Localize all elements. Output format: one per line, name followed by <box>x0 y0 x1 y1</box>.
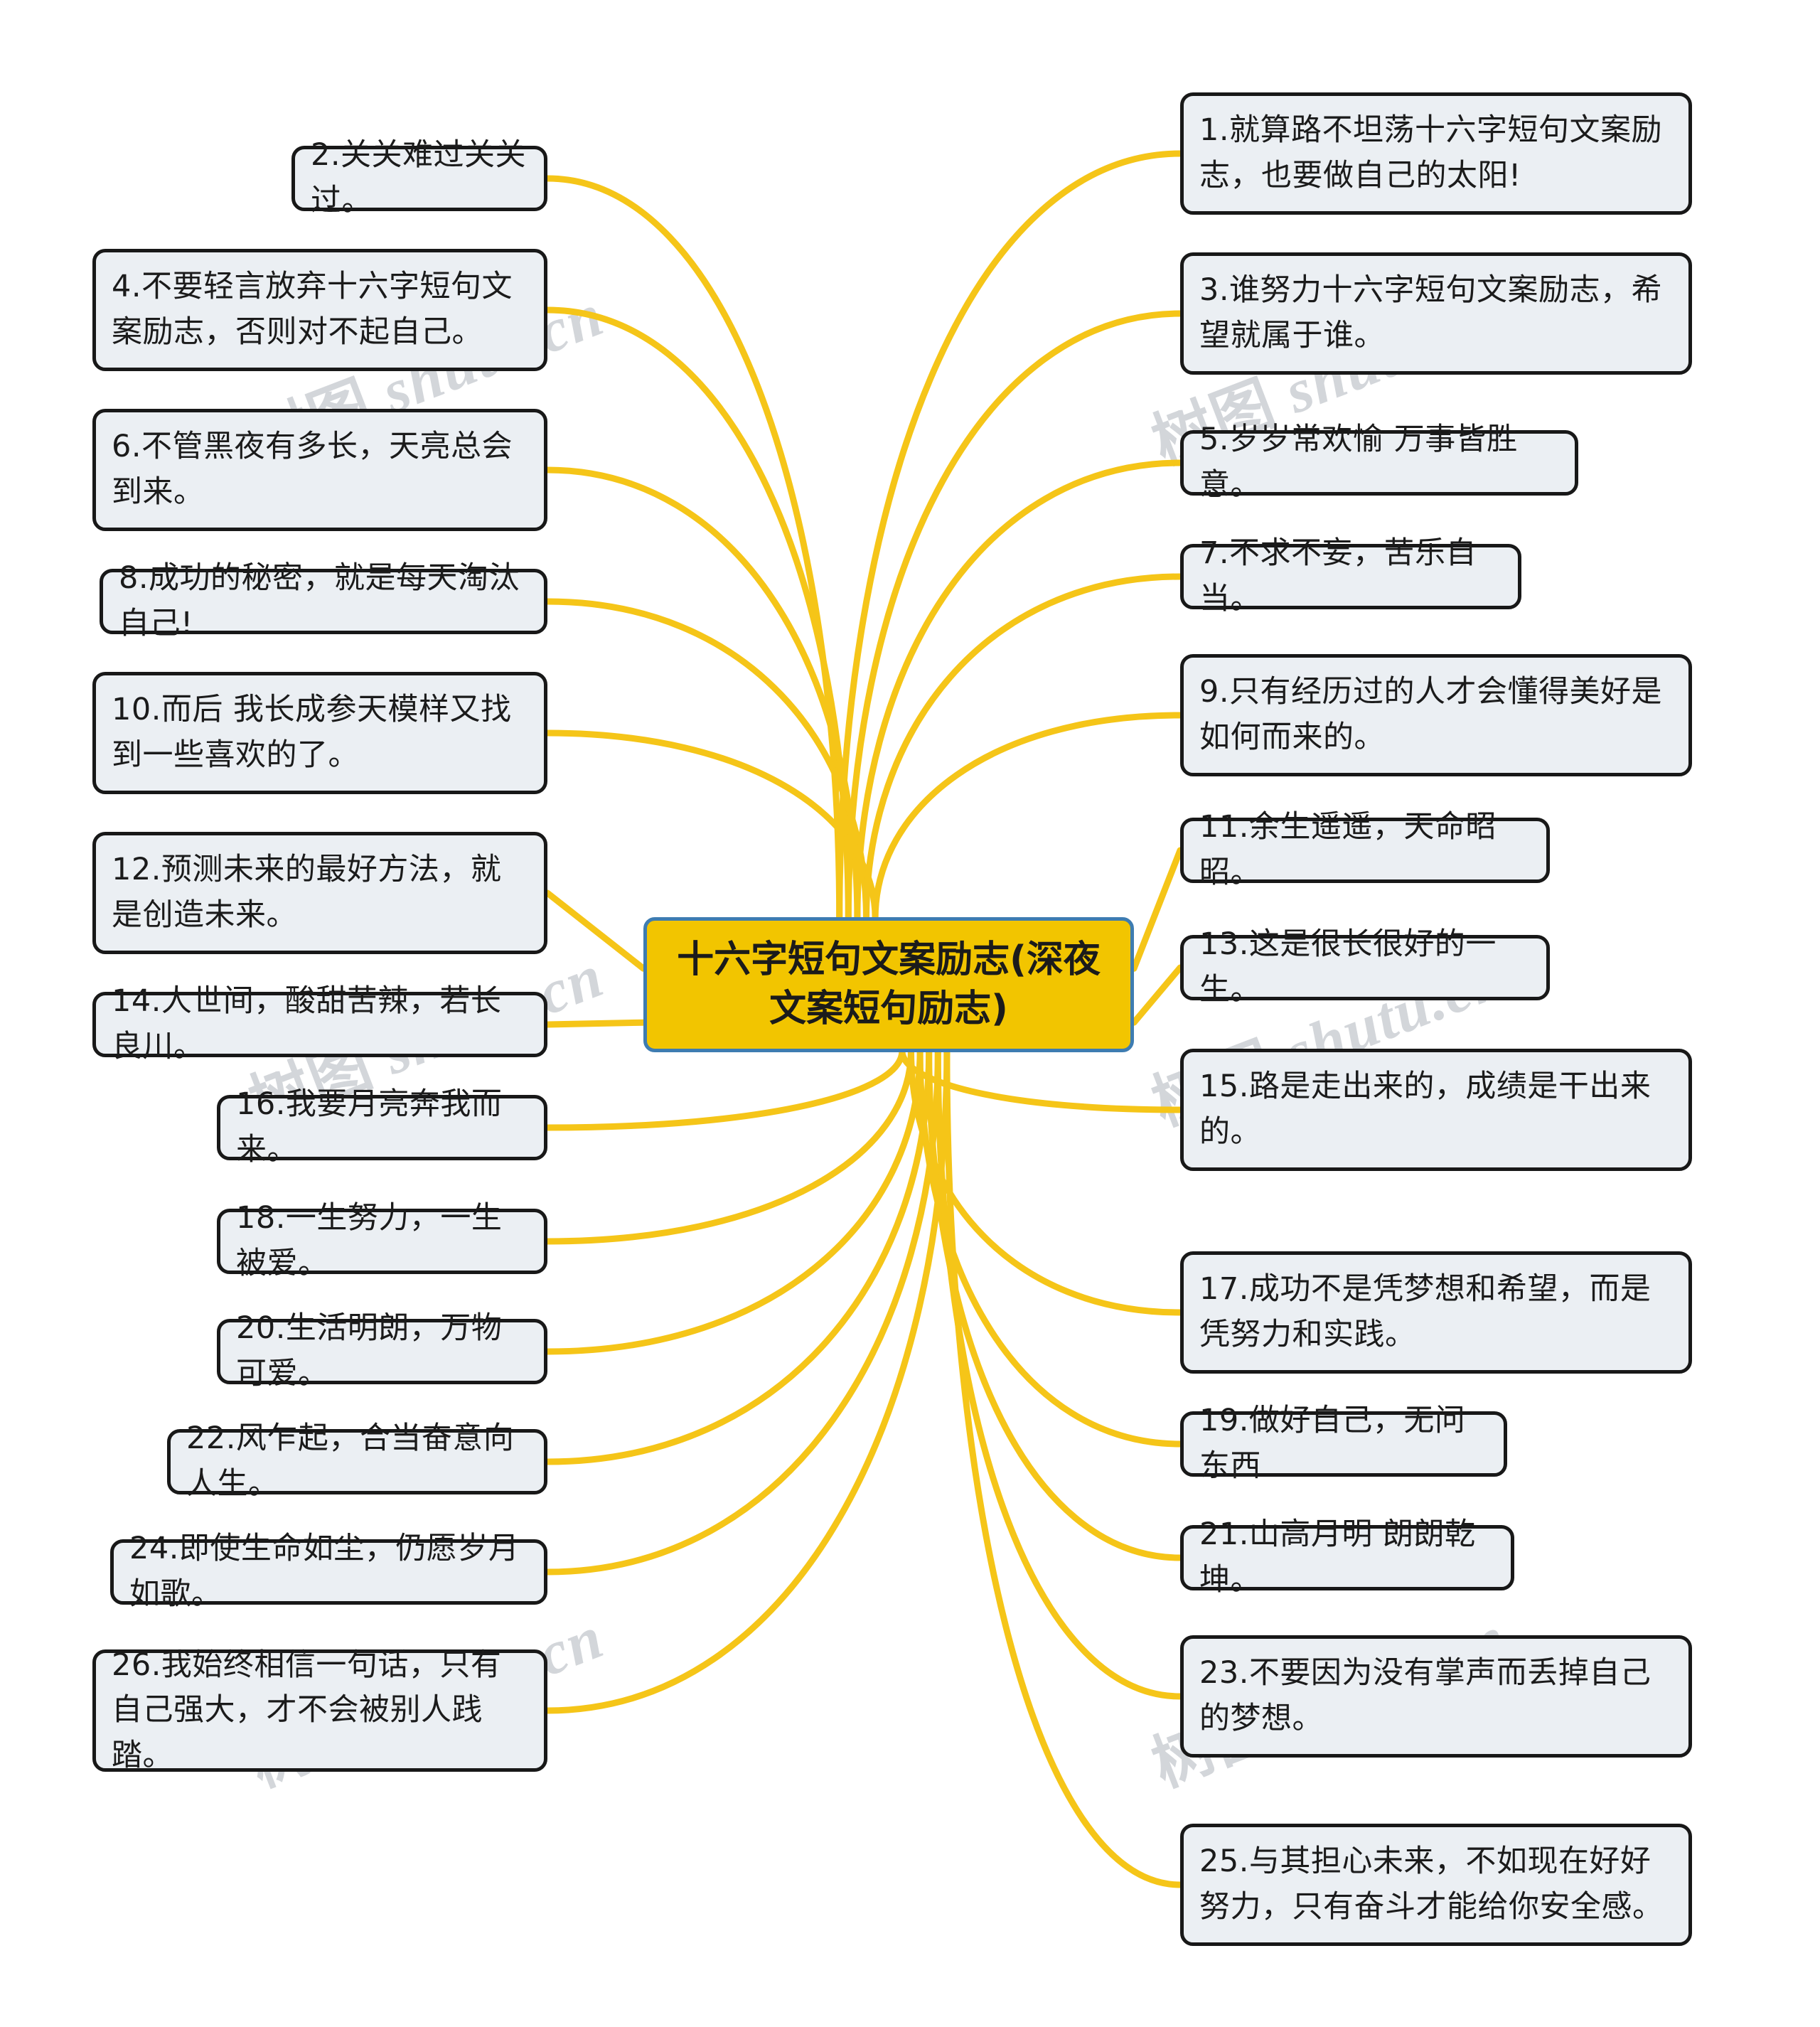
branch-connector <box>899 1047 1184 1113</box>
branch-connector <box>934 1047 1184 1700</box>
branch-connector <box>854 459 1184 922</box>
branch-connector <box>872 712 1184 922</box>
leaf-node-label: 22.风乍起，合当奋意向人生。 <box>186 1421 515 1502</box>
root-node-label: 十六字短句文案励志(深夜文案短句励志) <box>677 938 1101 1030</box>
branch-connector <box>544 889 647 972</box>
leaf-node[interactable]: 8.成功的秘密，就是每天淘汰自己! <box>100 560 547 641</box>
leaf-node[interactable]: 21.山高月明 朗朗乾坤。 <box>1180 1517 1514 1598</box>
branch-connector <box>916 1047 1184 1448</box>
leaf-node-label: 16.我要月亮奔我而来。 <box>236 1086 503 1167</box>
branch-connector <box>908 1047 1184 1316</box>
leaf-node-label: 13.这是很长很好的一生。 <box>1199 926 1497 1007</box>
branch-connector <box>544 1047 933 1465</box>
leaf-node[interactable]: 22.风乍起，合当奋意向人生。 <box>167 1421 547 1502</box>
branch-connector <box>544 175 843 922</box>
leaf-node[interactable]: 4.不要轻言放弃十六字短句文案励志，否则对不起自己。 <box>92 249 547 371</box>
leaf-node[interactable]: 20.生活明朗，万物可爱。 <box>217 1310 547 1391</box>
leaf-node[interactable]: 12.预测未来的最好方法，就是创造未来。 <box>92 832 547 954</box>
leaf-node[interactable]: 19.做好自己，无问东西 <box>1180 1403 1507 1484</box>
branch-connector <box>1130 847 1184 972</box>
leaf-node[interactable]: 13.这是很长很好的一生。 <box>1180 926 1550 1007</box>
leaf-node[interactable]: 11.余生遥遥，天命昭昭。 <box>1180 809 1550 890</box>
leaf-node[interactable]: 25.与其担心未来，不如现在好好努力，只有奋斗才能给你安全感。 <box>1180 1824 1692 1946</box>
branch-connector <box>1130 964 1184 1026</box>
branch-connector <box>544 1047 941 1576</box>
leaf-node-label: 3.谁努力十六字短句文案励志，希望就属于谁。 <box>1199 272 1663 353</box>
branch-connector <box>544 1047 951 1714</box>
leaf-node[interactable]: 10.而后 我长成参天模样又找到一些喜欢的了。 <box>92 672 547 794</box>
branch-connector <box>863 573 1184 922</box>
leaf-node-label: 4.不要轻言放弃十六字短句文案励志，否则对不起自己。 <box>112 269 513 350</box>
leaf-node[interactable]: 23.不要因为没有掌声而丢掉自己的梦想。 <box>1180 1635 1692 1758</box>
branch-connector <box>544 729 879 922</box>
leaf-node[interactable]: 2.关关难过关关过。 <box>291 137 547 218</box>
leaf-node-label: 9.只有经历过的人才会懂得美好是如何而来的。 <box>1199 674 1663 755</box>
branch-connector <box>845 310 1184 922</box>
leaf-node-label: 26.我始终相信一句话，只有自己强大，才不会被别人践踏。 <box>112 1647 502 1773</box>
leaf-node-label: 17.成功不是凭梦想和希望，而是凭努力和实践。 <box>1199 1271 1652 1352</box>
branch-connector <box>544 1047 924 1355</box>
leaf-node[interactable]: 3.谁努力十六字短句文案励志，希望就属于谁。 <box>1180 252 1692 375</box>
leaf-node[interactable]: 1.就算路不坦荡十六字短句文案励志，也要做自己的太阳! <box>1180 92 1692 215</box>
leaf-node-label: 24.即使生命如尘，仍愿岁月如歌。 <box>129 1531 520 1612</box>
leaf-node[interactable]: 5.岁岁常欢愉 万事皆胜意。 <box>1180 422 1578 503</box>
leaf-node-label: 5.岁岁常欢愉 万事皆胜意。 <box>1199 422 1518 503</box>
root-node[interactable]: 十六字短句文案励志(深夜文案短句励志) <box>643 917 1134 1052</box>
leaf-node-label: 10.而后 我长成参天模样又找到一些喜欢的了。 <box>112 692 512 773</box>
branch-connector <box>544 1047 906 1131</box>
branch-connector <box>544 466 861 922</box>
leaf-node-label: 21.山高月明 朗朗乾坤。 <box>1199 1517 1476 1598</box>
leaf-node-label: 6.不管黑夜有多长，天亮总会到来。 <box>112 429 513 510</box>
leaf-node[interactable]: 9.只有经历过的人才会懂得美好是如何而来的。 <box>1180 654 1692 776</box>
leaf-node-label: 2.关关难过关关过。 <box>311 137 527 218</box>
branch-connector <box>544 1047 914 1245</box>
leaf-node[interactable]: 17.成功不是凭梦想和希望，而是凭努力和实践。 <box>1180 1251 1692 1374</box>
leaf-node-label: 7.不求不妄，苦乐自当。 <box>1199 535 1477 616</box>
branch-connector <box>544 598 869 922</box>
branch-connector <box>544 306 852 922</box>
leaf-node[interactable]: 18.一生努力，一生被爱。 <box>217 1200 547 1281</box>
leaf-node-label: 8.成功的秘密，就是每天淘汰自己! <box>119 560 520 641</box>
branch-connector <box>836 150 1184 922</box>
leaf-node-label: 18.一生努力，一生被爱。 <box>236 1200 503 1281</box>
leaf-node[interactable]: 26.我始终相信一句话，只有自己强大，才不会被别人践踏。 <box>92 1647 547 1773</box>
leaf-node-label: 1.就算路不坦荡十六字短句文案励志，也要做自己的太阳! <box>1199 112 1663 193</box>
branch-connector <box>544 1019 647 1028</box>
leaf-node-label: 19.做好自己，无问东西 <box>1199 1403 1466 1484</box>
leaf-node[interactable]: 7.不求不妄，苦乐自当。 <box>1180 535 1521 616</box>
leaf-node[interactable]: 16.我要月亮奔我而来。 <box>217 1086 547 1167</box>
leaf-node[interactable]: 24.即使生命如尘，仍愿岁月如歌。 <box>110 1531 547 1612</box>
leaf-node[interactable]: 15.路是走出来的，成绩是干出来的。 <box>1180 1049 1692 1171</box>
leaf-node[interactable]: 6.不管黑夜有多长，天亮总会到来。 <box>92 409 547 531</box>
branch-connector <box>926 1047 1184 1561</box>
branch-connector <box>943 1047 1184 1888</box>
leaf-node-label: 23.不要因为没有掌声而丢掉自己的梦想。 <box>1199 1655 1652 1736</box>
leaf-node-label: 15.路是走出来的，成绩是干出来的。 <box>1199 1069 1652 1150</box>
leaf-node-label: 11.余生遥遥，天命昭昭。 <box>1199 809 1497 890</box>
leaf-node-label: 25.与其担心未来，不如现在好好努力，只有奋斗才能给你安全感。 <box>1199 1844 1664 1925</box>
leaf-node-label: 20.生活明朗，万物可爱。 <box>236 1310 503 1391</box>
leaf-node[interactable]: 14.人世间，酸甜苦辣，若长良川。 <box>92 983 547 1064</box>
leaf-node-label: 12.预测未来的最好方法，就是创造未来。 <box>112 852 502 933</box>
leaf-node-label: 14.人世间，酸甜苦辣，若长良川。 <box>112 983 502 1064</box>
